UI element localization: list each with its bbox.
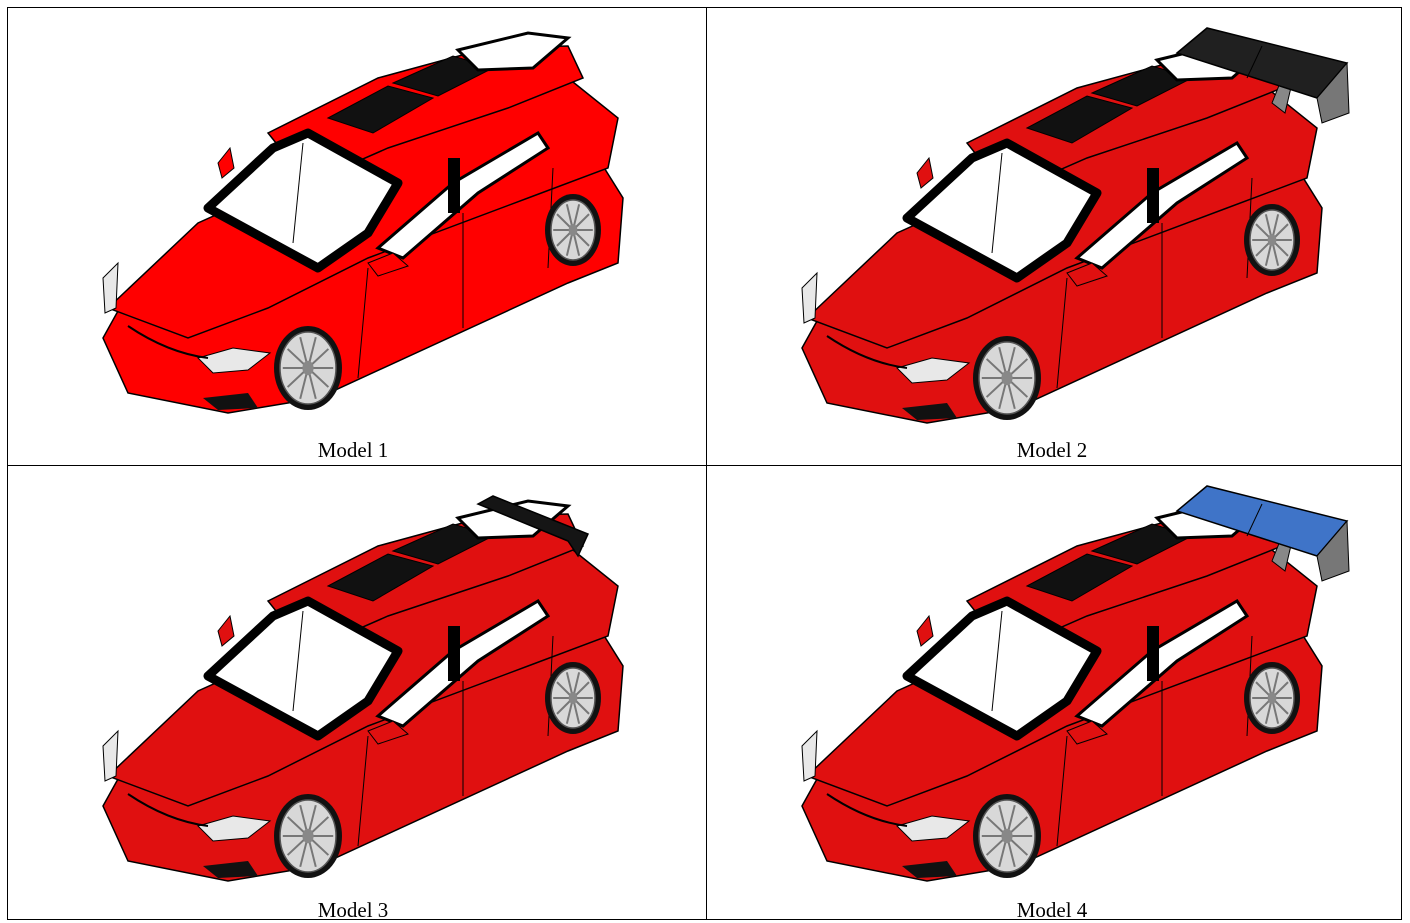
wiper-line bbox=[991, 610, 1003, 712]
sunroof-front bbox=[1025, 95, 1134, 144]
panel-model-4: Model 4 bbox=[707, 466, 1397, 922]
spoiler-endplate bbox=[1316, 519, 1350, 582]
side-mirror-right bbox=[1066, 720, 1108, 745]
front-intake bbox=[203, 861, 258, 878]
headlight-right bbox=[197, 347, 272, 374]
hub bbox=[568, 224, 578, 236]
windshield bbox=[203, 596, 403, 741]
spoiler-endplate bbox=[1316, 61, 1350, 124]
hub bbox=[302, 828, 314, 844]
windshield bbox=[902, 138, 1102, 283]
headlight-right bbox=[197, 815, 272, 842]
spoiler-seam bbox=[1246, 45, 1263, 79]
hub bbox=[1267, 234, 1277, 246]
spoiler-lip bbox=[476, 495, 590, 558]
grid-divider-vertical bbox=[706, 8, 707, 919]
panel-model-2: Model 2 bbox=[707, 8, 1397, 464]
b-pillar bbox=[1147, 168, 1159, 223]
car-illustration-model-1 bbox=[102, 31, 624, 414]
headlight-left bbox=[102, 261, 119, 314]
spoiler-seam bbox=[1246, 503, 1263, 537]
b-pillar bbox=[448, 626, 460, 681]
hub bbox=[1001, 828, 1013, 844]
sunroof-front bbox=[326, 85, 435, 134]
figure-grid: Model 1 Model 2 Model 3 Model 4 bbox=[7, 7, 1402, 922]
rear-window bbox=[455, 31, 572, 72]
panel-model-3: Model 3 bbox=[8, 466, 698, 922]
hub bbox=[302, 360, 314, 376]
headlight-left bbox=[102, 729, 119, 782]
sunroof-front bbox=[1025, 553, 1134, 602]
wiper-line bbox=[991, 152, 1003, 254]
front-intake bbox=[203, 393, 258, 410]
front-intake bbox=[902, 861, 957, 878]
b-pillar bbox=[1147, 626, 1159, 681]
front-grille bbox=[826, 335, 908, 369]
side-mirror-right bbox=[367, 252, 409, 277]
front-grille bbox=[127, 793, 209, 827]
side-mirror-left bbox=[916, 614, 934, 647]
hub bbox=[1267, 692, 1277, 704]
panel-caption: Model 3 bbox=[317, 898, 389, 922]
b-pillar bbox=[448, 158, 460, 213]
front-grille bbox=[826, 793, 908, 827]
car bbox=[801, 485, 1350, 882]
wiper-line bbox=[292, 142, 304, 244]
windshield bbox=[902, 596, 1102, 741]
headlight-left bbox=[801, 729, 818, 782]
panel-model-1: Model 1 bbox=[8, 8, 698, 464]
headlight-right bbox=[896, 357, 971, 384]
wiper-line bbox=[292, 610, 304, 712]
side-mirror-right bbox=[1066, 262, 1108, 287]
panel-caption: Model 2 bbox=[1016, 438, 1088, 462]
hub bbox=[568, 692, 578, 704]
front-intake bbox=[902, 403, 957, 420]
car-illustration-model-4 bbox=[801, 485, 1350, 882]
grid-divider-horizontal bbox=[8, 465, 1401, 466]
sunroof-front bbox=[326, 553, 435, 602]
side-mirror-right bbox=[367, 720, 409, 745]
car-illustration-model-3 bbox=[102, 495, 624, 882]
panel-caption: Model 4 bbox=[1016, 898, 1088, 922]
car bbox=[801, 27, 1350, 424]
car bbox=[102, 31, 624, 414]
car-illustration-model-2 bbox=[801, 27, 1350, 424]
side-mirror-left bbox=[916, 156, 934, 189]
car bbox=[102, 495, 624, 882]
panel-caption: Model 1 bbox=[317, 438, 389, 462]
hub bbox=[1001, 370, 1013, 386]
headlight-left bbox=[801, 271, 818, 324]
windshield bbox=[203, 128, 403, 273]
front-grille bbox=[127, 325, 209, 359]
side-mirror-left bbox=[217, 614, 235, 647]
side-mirror-left bbox=[217, 146, 235, 179]
headlight-right bbox=[896, 815, 971, 842]
